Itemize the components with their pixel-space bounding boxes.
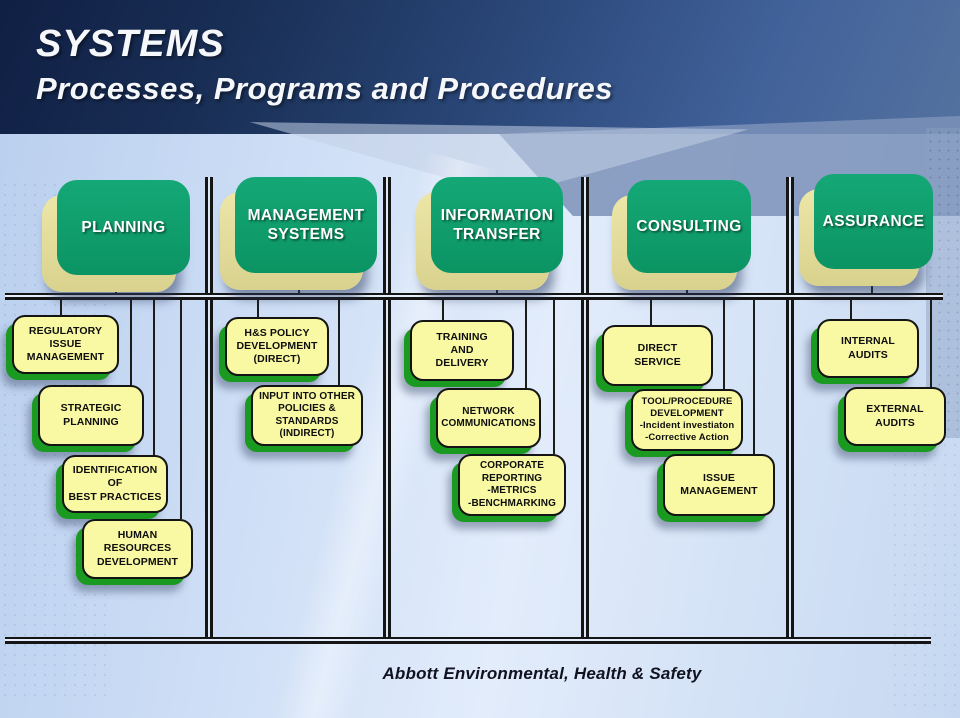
column-header-label: MANAGEMENT SYSTEMS <box>235 177 377 273</box>
column-header-label: INFORMATION TRANSFER <box>431 177 563 273</box>
process-box-corporate-reporting: CORPORATE REPORTING -METRICS -BENCHMARKI… <box>458 454 566 516</box>
connector-line <box>180 299 182 519</box>
process-box-internal-audits: INTERNAL AUDITS <box>817 319 919 378</box>
process-box-identification-best-practices: IDENTIFICATION OF BEST PRACTICES <box>62 455 168 513</box>
process-box-tool-procedure-development: TOOL/PROCEDURE DEVELOPMENT -Incident inv… <box>631 389 743 451</box>
process-box-regulatory-issue-management: REGULATORY ISSUE MANAGEMENT <box>12 315 119 374</box>
connector-line <box>930 299 932 387</box>
background-top-band <box>0 0 960 134</box>
column-separator-line <box>581 177 589 644</box>
connector-line <box>130 299 132 385</box>
process-box-issue-management: ISSUE MANAGEMENT <box>663 454 775 516</box>
process-box-external-audits: EXTERNAL AUDITS <box>844 387 946 446</box>
column-header-label: CONSULTING <box>627 180 751 273</box>
connector-line <box>723 299 725 389</box>
column-header-information-transfer: INFORMATION TRANSFER <box>416 177 563 290</box>
connector-line <box>338 299 340 385</box>
connector-line <box>753 299 755 454</box>
top-rail-line <box>5 293 943 300</box>
title-line-2: Processes, Programs and Procedures <box>36 70 613 106</box>
connector-line <box>442 299 444 320</box>
column-header-label: ASSURANCE <box>814 174 933 269</box>
column-header-assurance: ASSURANCE <box>799 174 933 286</box>
process-box-input-other-policies: INPUT INTO OTHER POLICIES & STANDARDS (I… <box>251 385 363 446</box>
bottom-rail-line <box>5 637 931 644</box>
process-box-direct-service: DIRECT SERVICE <box>602 325 713 386</box>
column-separator-line <box>786 177 794 644</box>
connector-line <box>850 299 852 320</box>
column-header-consulting: CONSULTING <box>612 180 751 290</box>
column-header-label: PLANNING <box>57 180 190 275</box>
connector-line <box>257 299 259 317</box>
column-separator-line <box>383 177 391 644</box>
process-box-network-communications: NETWORK COMMUNICATIONS <box>436 388 541 448</box>
slide-title: SYSTEMS Processes, Programs and Procedur… <box>36 23 613 107</box>
process-box-strategic-planning: STRATEGIC PLANNING <box>38 385 144 446</box>
column-header-planning: PLANNING <box>42 180 190 292</box>
connector-line <box>525 299 527 388</box>
connector-line <box>153 299 155 455</box>
title-line-1: SYSTEMS <box>36 23 225 65</box>
process-box-hs-policy-development: H&S POLICY DEVELOPMENT (DIRECT) <box>225 317 329 376</box>
connector-line <box>650 299 652 325</box>
process-box-human-resources-development: HUMAN RESOURCES DEVELOPMENT <box>82 519 193 579</box>
connector-line <box>553 299 555 454</box>
connector-line <box>60 299 62 315</box>
column-header-management-systems: MANAGEMENT SYSTEMS <box>220 177 377 290</box>
background-dot-texture <box>890 430 960 710</box>
footer-caption: Abbott Environmental, Health & Safety <box>382 664 702 683</box>
process-box-training-and-delivery: TRAINING AND DELIVERY <box>410 320 514 381</box>
column-separator-line <box>205 177 213 644</box>
